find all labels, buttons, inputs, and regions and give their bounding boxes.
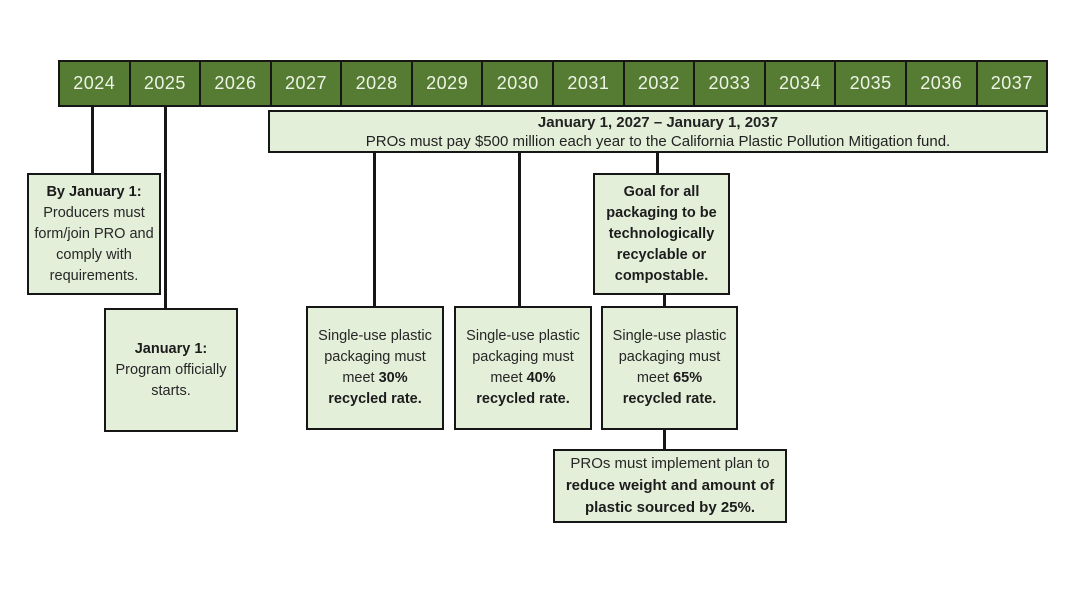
callout-recycled-rate-40: Single-use plastic packaging must meet 4…: [454, 306, 592, 430]
year-cell: 2034: [766, 62, 837, 105]
year-cell: 2032: [625, 62, 696, 105]
callout-source-reduction: PROs must implement plan to reduce weigh…: [553, 449, 787, 523]
funding-banner-title: January 1, 2027 – January 1, 2037: [537, 113, 779, 131]
callout-body: Single-use plastic packaging must meet 6…: [607, 326, 732, 410]
year-cell: 2033: [695, 62, 766, 105]
connector-2028: [373, 153, 376, 306]
connector-2025: [164, 107, 167, 308]
callout-lead-text: Single-use plastic packaging must meet: [466, 328, 580, 386]
year-cell: 2035: [836, 62, 907, 105]
callout-recycled-rate-30: Single-use plastic packaging must meet 3…: [306, 306, 444, 430]
callout-body: PROs must implement plan to reduce weigh…: [559, 453, 781, 519]
callout-body: Goal for all packaging to be technologic…: [606, 183, 717, 284]
callout-recycled-rate-65: Single-use plastic packaging must meet 6…: [601, 306, 738, 430]
callout-lead-text: Single-use plastic packaging must meet: [318, 328, 432, 386]
callout-recyclable-compostable-goal: Goal for all packaging to be technologic…: [593, 173, 730, 295]
year-cell: 2026: [201, 62, 272, 105]
funding-banner: January 1, 2027 – January 1, 2037 PROs m…: [268, 110, 1048, 153]
connector-2032: [656, 153, 659, 173]
callout-body: Producers must form/join PRO and comply …: [34, 204, 154, 284]
year-cell: 2036: [907, 62, 978, 105]
year-cell: 2025: [131, 62, 202, 105]
callout-body: Single-use plastic packaging must meet 3…: [312, 326, 438, 410]
callout-body: Program officially starts.: [115, 361, 227, 399]
connector-rate65-to-reduction: [663, 430, 666, 449]
callout-emphasis-text: 40% recycled rate.: [476, 370, 570, 407]
callout-emphasis-text: reduce weight and amount of plastic sour…: [565, 477, 775, 516]
connector-2030: [518, 153, 521, 306]
timeline-year-bar: 2024 2025 2026 2027 2028 2029 2030 2031 …: [58, 60, 1048, 107]
year-cell: 2029: [413, 62, 484, 105]
year-cell: 2028: [342, 62, 413, 105]
year-cell: 2027: [272, 62, 343, 105]
callout-title: January 1:: [134, 340, 208, 357]
connector-goal-to-rate65: [663, 295, 666, 306]
funding-banner-body: PROs must pay $500 million each year to …: [365, 132, 951, 150]
year-cell: 2037: [990, 73, 1033, 93]
callout-title: By January 1:: [46, 183, 142, 200]
connector-2024: [91, 107, 94, 173]
year-cell: 2024: [60, 62, 131, 105]
callout-emphasis-text: 30% recycled rate.: [328, 370, 422, 407]
year-cell: 2030: [483, 62, 555, 105]
callout-lead-text: Single-use plastic packaging must meet: [612, 328, 727, 386]
year-cell: 2031: [554, 62, 625, 105]
callout-emphasis-text: 65% recycled rate.: [622, 370, 717, 407]
callout-body: Single-use plastic packaging must meet 4…: [460, 326, 586, 410]
callout-lead-text: PROs must implement plan to: [570, 455, 770, 472]
callout-form-join-pro: By January 1: Producers must form/join P…: [27, 173, 161, 295]
callout-program-starts: January 1: Program officially starts.: [104, 308, 238, 432]
